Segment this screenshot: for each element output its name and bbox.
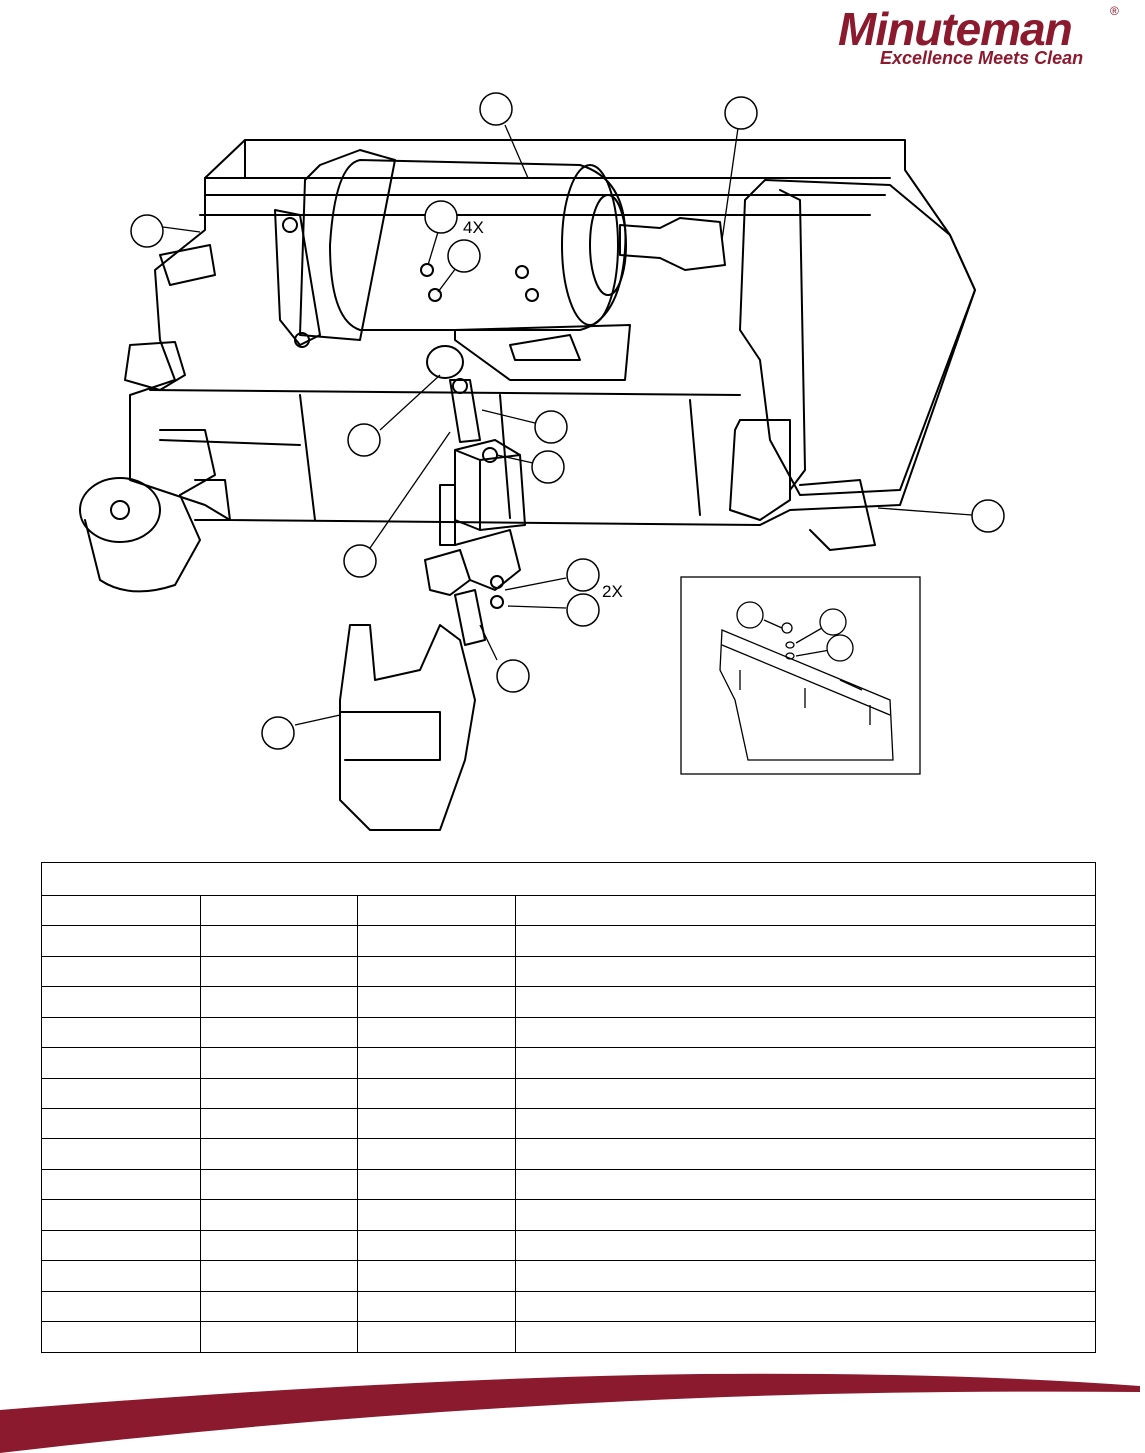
table-row bbox=[41, 1260, 1096, 1292]
qty-2x-label: 2X bbox=[602, 582, 623, 601]
table-row bbox=[41, 1107, 1096, 1140]
table-row bbox=[41, 955, 1096, 988]
parts-list-table bbox=[41, 862, 1096, 1353]
detail-inset bbox=[680, 576, 921, 775]
table-row bbox=[41, 1047, 1096, 1079]
table-row bbox=[41, 1077, 1096, 1109]
callout-balloon bbox=[566, 593, 600, 627]
callout-balloon bbox=[424, 200, 458, 234]
callout-balloon bbox=[347, 423, 381, 457]
callout-balloon bbox=[261, 716, 295, 750]
wheel bbox=[79, 477, 161, 543]
table-title bbox=[41, 862, 1096, 896]
callout-balloon bbox=[724, 96, 758, 130]
minuteman-logo: Minuteman ® Excellence Meets Clean bbox=[830, 2, 1130, 72]
table-row bbox=[41, 1321, 1096, 1353]
callout-balloon bbox=[496, 659, 530, 693]
callout-balloon bbox=[447, 239, 481, 273]
table-row bbox=[41, 1138, 1096, 1170]
brand-tagline: Excellence Meets Clean bbox=[880, 48, 1084, 68]
callout-balloon bbox=[566, 558, 600, 592]
callout-balloon bbox=[479, 92, 513, 126]
footer-swoosh bbox=[0, 1373, 1140, 1453]
table-row bbox=[41, 925, 1096, 957]
table-row bbox=[41, 1168, 1096, 1201]
motor bbox=[329, 159, 627, 331]
callout-balloon bbox=[343, 544, 377, 578]
brand-name: Minuteman bbox=[838, 3, 1073, 55]
gear-box bbox=[739, 179, 976, 496]
registered-mark: ® bbox=[1110, 4, 1119, 18]
callout-balloon bbox=[130, 214, 164, 248]
brush-deck-housing bbox=[129, 139, 976, 526]
table-row bbox=[41, 986, 1096, 1018]
guard-cover bbox=[339, 624, 476, 831]
table-row bbox=[41, 894, 1096, 927]
table-row bbox=[41, 1229, 1096, 1262]
callout-balloon bbox=[971, 499, 1005, 533]
table-row bbox=[41, 1290, 1096, 1323]
table-row bbox=[41, 1016, 1096, 1049]
qty-4x-label: 4X bbox=[463, 218, 484, 237]
callout-balloon bbox=[531, 450, 565, 484]
table-row bbox=[41, 1199, 1096, 1231]
callout-balloon bbox=[534, 410, 568, 444]
exploded-parts-drawing: 4X 2X bbox=[79, 92, 1005, 831]
